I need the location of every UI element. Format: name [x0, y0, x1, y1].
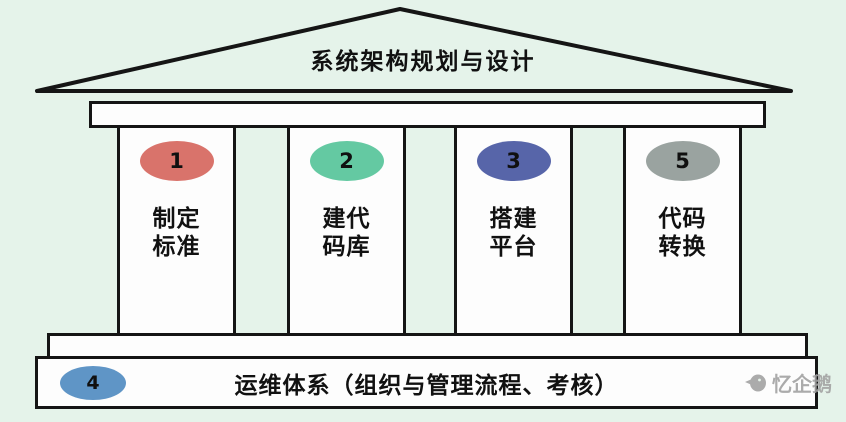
pillar-1-label: 制定 标准 — [153, 205, 201, 261]
pillar-3-number-badge: 3 — [476, 141, 551, 181]
watermark-text: 忆企鹅 — [772, 372, 832, 396]
pillar-3-label: 搭建 平台 — [490, 205, 538, 261]
pillar-build-platform: 3 搭建 平台 — [454, 125, 573, 336]
pillar-establish-standards: 1 制定 标准 — [117, 125, 236, 336]
pillar-1-label-line2: 标准 — [152, 234, 201, 260]
pillar-2-label-line1: 建代 — [322, 206, 371, 232]
pillar-2-label: 建代 码库 — [323, 205, 371, 261]
pillar-1-label-line1: 制定 — [152, 206, 201, 232]
pillar-code-conversion: 5 代码 转换 — [623, 125, 742, 336]
base-plinth: 4 运维体系（组织与管理流程、考核） — [35, 356, 818, 409]
pillar-build-code-repo: 2 建代 码库 — [287, 125, 406, 336]
pillar-1-number-badge: 1 — [139, 141, 214, 181]
roof-title: 系统架构规划与设计 — [310, 49, 536, 75]
watermark-bird-icon — [745, 374, 766, 391]
pillar-5-label-line2: 转换 — [658, 234, 707, 260]
pillar-2-number-badge: 2 — [309, 141, 384, 181]
base-number-badge: 4 — [60, 366, 126, 400]
pillar-3-label-line2: 平台 — [489, 234, 538, 260]
pillar-5-label: 代码 转换 — [659, 205, 707, 261]
entablature-beam — [89, 101, 766, 128]
base-label: 运维体系（组织与管理流程、考核） — [234, 372, 619, 399]
watermark: 忆企鹅 — [745, 368, 832, 397]
roof-triangle — [35, 7, 793, 93]
pillar-5-number-badge: 5 — [645, 141, 720, 181]
pillar-5-label-line1: 代码 — [658, 206, 707, 232]
pillar-2-label-line2: 码库 — [322, 234, 371, 260]
pillar-3-label-line1: 搭建 — [489, 206, 538, 232]
